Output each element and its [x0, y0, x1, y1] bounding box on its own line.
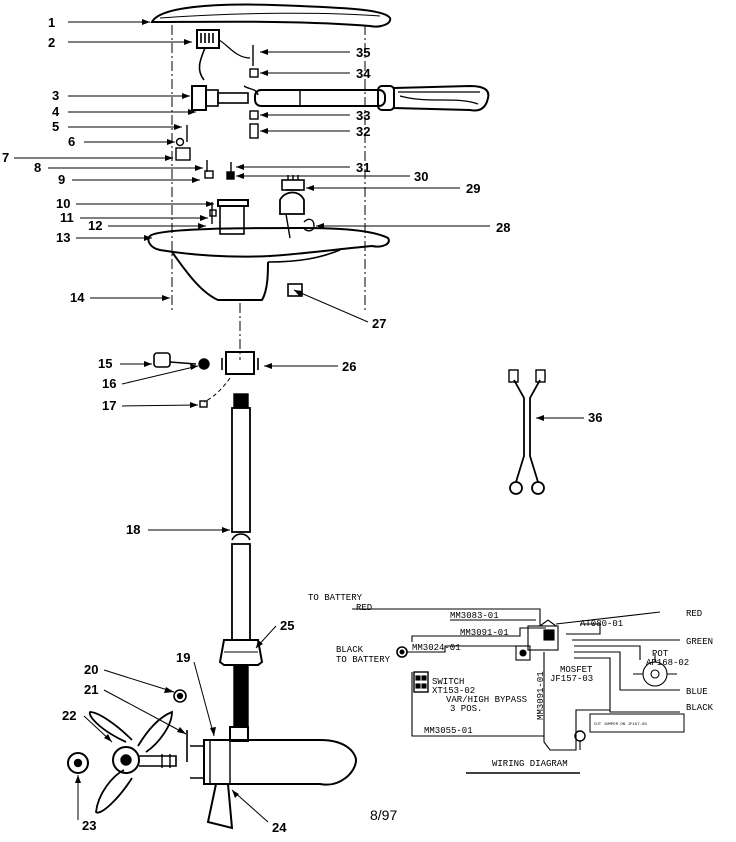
callout-33: 33	[356, 108, 370, 123]
callout-3: 3	[52, 88, 59, 103]
wire-color-black: BLACK	[686, 703, 714, 713]
callout-35: 35	[356, 45, 370, 60]
callout-1: 1	[48, 15, 55, 30]
head-cover-part	[150, 3, 392, 28]
callout-23: 23	[82, 818, 96, 833]
pot-label-2: AP168-02	[646, 658, 689, 668]
mosfet-label-1: MOSFET	[560, 665, 593, 675]
leader-arrowheads	[75, 19, 544, 798]
callout-27: 27	[372, 316, 386, 331]
wiring-diagram	[352, 608, 685, 774]
wire-color-green: GREEN	[686, 637, 713, 647]
callout-24: 24	[272, 820, 287, 835]
callout-10: 10	[56, 196, 70, 211]
switch-label-4: 3 POS.	[450, 704, 482, 714]
callout-20: 20	[84, 662, 98, 677]
switch-label-3: VAR/HIGH BYPASS	[446, 695, 527, 705]
callout-28: 28	[496, 220, 510, 235]
date-code: 8/97	[370, 807, 397, 823]
callout-labels: 1 2 3 4 5 6 7 8 9 10 11 12 13 14 15 16 1…	[2, 15, 602, 835]
receptacle-part	[279, 175, 315, 239]
wire-label-to-battery: TO BATTERY	[308, 593, 363, 603]
wire-color-red: RED	[686, 609, 702, 619]
callout-22: 22	[62, 708, 76, 723]
control-head-part	[191, 85, 259, 111]
callout-5: 5	[52, 119, 59, 134]
wire-label-to-battery-black: TO BATTERY	[336, 655, 391, 665]
callout-15: 15	[98, 356, 112, 371]
bracket-hardware-parts	[175, 125, 249, 235]
wire-label-black: BLACK	[336, 645, 364, 655]
propeller-part	[89, 710, 177, 814]
pot-label-1: POT	[652, 649, 669, 659]
callout-14: 14	[70, 290, 85, 305]
callout-36: 36	[588, 410, 602, 425]
callout-11: 11	[60, 210, 74, 225]
leader-lines	[14, 21, 584, 823]
prop-nut-part	[67, 752, 89, 774]
tiller-hardware-parts	[226, 45, 259, 180]
lower-housing-part	[147, 226, 390, 301]
callout-13: 13	[56, 230, 70, 245]
callout-29: 29	[466, 181, 480, 196]
callout-21: 21	[84, 682, 98, 697]
callout-2: 2	[48, 35, 55, 50]
callout-16: 16	[102, 376, 116, 391]
callout-26: 26	[342, 359, 356, 374]
wiring-labels: TO BATTERY RED MM3083-01 MM3091-01 MM302…	[308, 593, 714, 823]
tiller-handle-part	[254, 84, 490, 112]
callout-17: 17	[102, 398, 116, 413]
callout-34: 34	[356, 66, 371, 81]
callout-6: 6	[68, 134, 75, 149]
callout-9: 9	[58, 172, 65, 187]
callout-7: 7	[2, 150, 9, 165]
wire-label-mm3091-a: MM3091-01	[460, 628, 509, 638]
wire-label-mm3055: MM3055-01	[424, 726, 473, 736]
callout-8: 8	[34, 160, 41, 175]
prop-hardware-parts	[173, 689, 188, 762]
switch-label-2: XT153-02	[432, 686, 475, 696]
cut-jumper-note: CUT JUMPER ON JF157-03	[594, 723, 647, 727]
switch-label-1: SWITCH	[432, 677, 464, 687]
mosfet-label-2: JF157-03	[550, 674, 593, 684]
callout-31: 31	[356, 160, 370, 175]
wire-label-mm3083: MM3083-01	[450, 611, 499, 621]
lower-unit-part	[190, 726, 358, 830]
wiring-diagram-title: WIRING DIAGRAM	[492, 759, 568, 769]
callout-32: 32	[356, 124, 370, 139]
wire-label-red-battery: RED	[356, 603, 372, 613]
battery-lead-part	[508, 369, 546, 495]
callout-25: 25	[280, 618, 294, 633]
wire-label-at080: AT080-01	[580, 619, 623, 629]
wire-color-blue: BLUE	[686, 687, 708, 697]
wire-label-mm3024: MM3024-01	[412, 643, 461, 653]
steering-housing-part	[218, 639, 264, 728]
collar-assembly-part	[153, 351, 259, 408]
callout-19: 19	[176, 650, 190, 665]
callout-30: 30	[414, 169, 428, 184]
callout-12: 12	[88, 218, 102, 233]
guide-lines	[171, 25, 366, 360]
callout-18: 18	[126, 522, 140, 537]
shaft-part	[231, 393, 251, 641]
switch-assembly-part	[196, 29, 251, 81]
wire-label-mm3091-b: MM3091-01	[536, 671, 546, 720]
callout-4: 4	[52, 104, 60, 119]
